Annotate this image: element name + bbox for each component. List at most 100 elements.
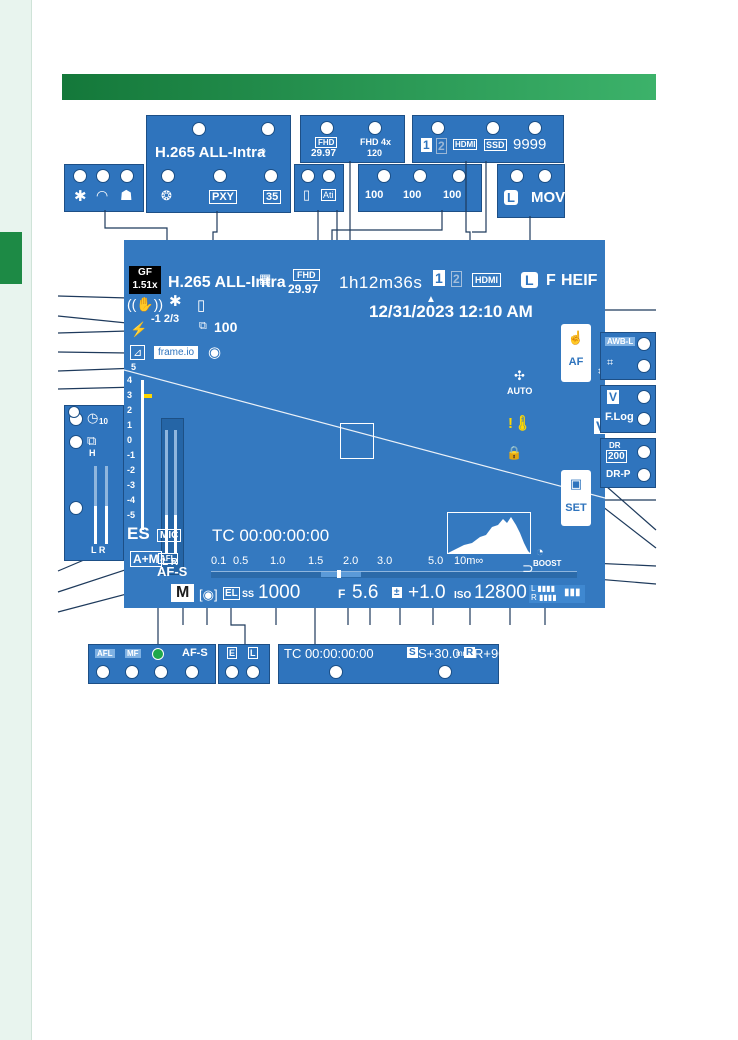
camera-display-screen: GF 1.51x H.265 ALL-Intra ▦ FHD 29.97 1h1… xyxy=(124,240,608,608)
page-margin xyxy=(0,0,32,1040)
distance-tick-label: 1.0 xyxy=(270,555,286,567)
audio-meter-bar-r xyxy=(174,430,177,553)
awb-label: AWB-L xyxy=(605,337,636,346)
aperture-value: 5.6 xyxy=(352,582,379,603)
s-tag: S xyxy=(407,647,418,658)
flash-icon: ⚡ xyxy=(130,321,148,337)
distance-tick-label: 10m∞ xyxy=(454,555,484,567)
set-box: ▣ SET xyxy=(561,470,591,526)
quality-value-2: 100 xyxy=(403,189,422,201)
wifi-icon: ◠ xyxy=(96,187,109,203)
callout-marker xyxy=(538,169,552,183)
callout-marker xyxy=(637,390,651,404)
focus-frame xyxy=(340,423,374,459)
date-time-marker: ▲ xyxy=(426,294,436,305)
ev-tick-label: 3 xyxy=(127,390,133,400)
callout-marker xyxy=(528,121,542,135)
callout-marker xyxy=(486,121,500,135)
afl-tag: AFL xyxy=(95,649,115,658)
movie-camera-icon: ▣ xyxy=(569,476,583,491)
shutter-speed: 1000 xyxy=(258,582,301,603)
audio-meter-mini-l xyxy=(94,466,97,544)
callout-marker xyxy=(377,169,391,183)
device-callout-box: ▯ Ati xyxy=(294,164,344,212)
battery-icon-l: L ▮▮▮▮ xyxy=(531,584,555,593)
audio-meter-mini-r xyxy=(105,466,108,544)
exp-comp-icon: ± xyxy=(392,587,402,598)
level-plus-label: 5 xyxy=(131,362,137,372)
frame-count: 9999 xyxy=(513,136,547,153)
date-time: 12/31/2023 12:10 AM xyxy=(369,302,533,321)
ss-icon: SS xyxy=(242,589,255,599)
callout-marker xyxy=(96,169,110,183)
distance-tick-label: 0.5 xyxy=(233,555,249,567)
afs-tag: AF-S xyxy=(182,647,208,659)
ev-tick-label: 0 xyxy=(127,435,133,445)
distance-tick-label: 5.0 xyxy=(428,555,444,567)
boost-gauge-icon: ◔ xyxy=(536,544,544,559)
callout-marker xyxy=(368,121,382,135)
exposure-compensation: +1.0 xyxy=(408,582,446,603)
zoom-top-label: GF xyxy=(138,267,152,278)
distance-bar xyxy=(211,571,577,578)
callout-marker xyxy=(73,169,87,183)
drp-label: DR-P xyxy=(606,469,631,480)
ev-tick-label: 2 xyxy=(127,405,133,415)
ev-tick-label: -1 xyxy=(127,450,136,460)
callout-marker xyxy=(69,435,83,449)
distance-tick-label: 3.0 xyxy=(377,555,393,567)
tc-callout-box: TC 00:00:00:00 S S+30.0 mm R R+90° xyxy=(278,644,511,684)
callout-marker xyxy=(322,169,336,183)
connection-callout-box: ✱ ◠ ☗ xyxy=(64,164,144,212)
histogram xyxy=(447,512,531,554)
recording-time: 1h12m36s xyxy=(339,273,423,292)
callout-marker xyxy=(192,122,206,136)
burst-value: H xyxy=(89,448,96,458)
callout-marker xyxy=(637,468,651,482)
image-stabilization-icon: ((✋)) xyxy=(127,296,164,312)
callout-marker xyxy=(225,665,239,679)
distance-tick-label: 2.0 xyxy=(343,555,359,567)
section-header-bar xyxy=(62,74,656,100)
tc-value: TC 00:00:00:00 xyxy=(284,646,374,661)
callout-marker xyxy=(264,169,278,183)
mf-tag: MF xyxy=(125,649,141,658)
callout-marker xyxy=(96,665,110,679)
self-timer-value: 10 xyxy=(99,417,108,426)
fhd-rate: 29.97 xyxy=(311,148,337,159)
film-sim-callout-box: V F.Log xyxy=(600,385,656,433)
ev-indicator xyxy=(144,394,152,398)
slot-two-indicator: 2 xyxy=(451,271,462,287)
callout-marker xyxy=(246,665,260,679)
wifi-transfer-icon: ◉ xyxy=(208,344,222,361)
callout-marker xyxy=(637,359,651,373)
af-box: ☝ AF xyxy=(561,324,591,382)
s-value: S+30.0 xyxy=(418,646,460,661)
quality-value-3: 100 xyxy=(443,189,462,201)
card-slot-indicator: 1 xyxy=(433,270,445,286)
quality-callout-box: 100 100 100 xyxy=(358,164,482,212)
af-s-label: AF-S xyxy=(157,564,188,579)
af-box-label: AF xyxy=(568,356,584,368)
zoom-bottom-label: 1.51x xyxy=(132,280,158,291)
callout-marker xyxy=(125,665,139,679)
size-l-label: L xyxy=(504,190,518,205)
dr-callout-box: DR 200 DR-P xyxy=(600,438,656,488)
movie-quality-icon: ⧉ xyxy=(199,320,207,332)
self-timer-icon: ◷ xyxy=(87,410,99,425)
lan-icon: ☗ xyxy=(120,187,133,203)
ev-scale-bar xyxy=(141,380,144,530)
callout-marker xyxy=(261,122,275,136)
hdmi-indicator: HDMI xyxy=(453,139,478,150)
hdmi-format-readout: FHD xyxy=(293,269,320,281)
timecode: TC 00:00:00:00 xyxy=(212,526,330,545)
wb-callout-box: AWB-L ⌗ xyxy=(600,332,656,380)
quality-value-1: 100 xyxy=(365,189,384,201)
image-size-indicator: L xyxy=(521,272,538,288)
audio-meter-bar-l xyxy=(165,430,168,553)
codec-callout-box: H.265 ALL-Intra ⌕ ❂ PXY 35 xyxy=(146,115,291,213)
set-box-label: SET xyxy=(565,502,587,514)
iso-value: 12800 xyxy=(474,582,527,603)
focus-mode-label: A+M xyxy=(130,551,162,567)
audio-meter-mini-r-fill xyxy=(105,506,108,544)
